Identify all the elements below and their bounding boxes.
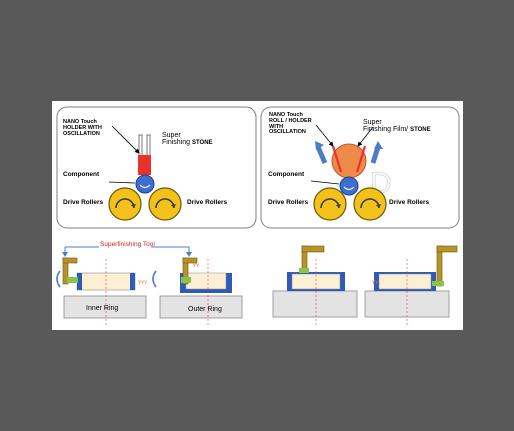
ring-assembly-4: ʏʏ [364,245,458,326]
svg-text:ʏʏ: ʏʏ [193,263,200,269]
left-drive-roller-2 [148,187,182,221]
right-component-arrow [343,186,355,191]
left-tool-label: NANO Touch HOLDER WITH OSCILLATION [63,119,102,137]
inner-ring-assembly: ʏʏʏ [56,257,148,326]
svg-text:ʏʏʏ: ʏʏʏ [138,280,148,286]
right-film-leader [357,126,374,147]
right-film-holder [315,141,383,179]
right-component-label: Component [268,171,305,178]
right-drive-roller-1 [313,187,347,221]
left-component-leader [108,181,136,184]
left-tool-leader [111,125,140,154]
left-drive-label-2: Drive Rollers [187,199,228,206]
outer-ring-label: Outer Ring [188,306,222,313]
right-component-leader [310,180,340,185]
right-tool-label: NANO Touch ROLL / HOLDER WITH OSCILLATIO… [269,112,312,136]
outer-ring-assembly: ʏʏ [152,257,243,326]
right-drive-label-2: Drive Rollers [389,199,430,206]
diagram-graphics: D [56,106,460,326]
superfinishing-tool-label: Superfinishing Tool [100,241,155,248]
superfinishing-tool-bracket [62,246,192,257]
svg-text:ʏʏ: ʏʏ [372,280,379,286]
left-component-arrow [139,184,151,189]
left-drive-roller-1 [108,187,142,221]
left-drive-label-1: Drive Rollers [63,199,104,206]
left-tool-holder [138,134,151,175]
right-component [339,176,359,196]
right-tool-leader [315,124,334,147]
right-drive-roller-2 [353,187,387,221]
right-drive-label-1: Drive Rollers [268,199,309,206]
superfinishing-diagram: D [52,101,463,330]
left-stone-label: Super Finishing STONE [162,132,213,147]
ring-assembly-3 [272,245,358,326]
left-component-label: Component [63,171,100,178]
left-component [135,174,155,194]
inner-ring-label: Inner Ring [86,305,119,312]
right-film-label: Super Finishing Film/ STONE [363,119,431,134]
left-panel-frame [56,106,257,229]
